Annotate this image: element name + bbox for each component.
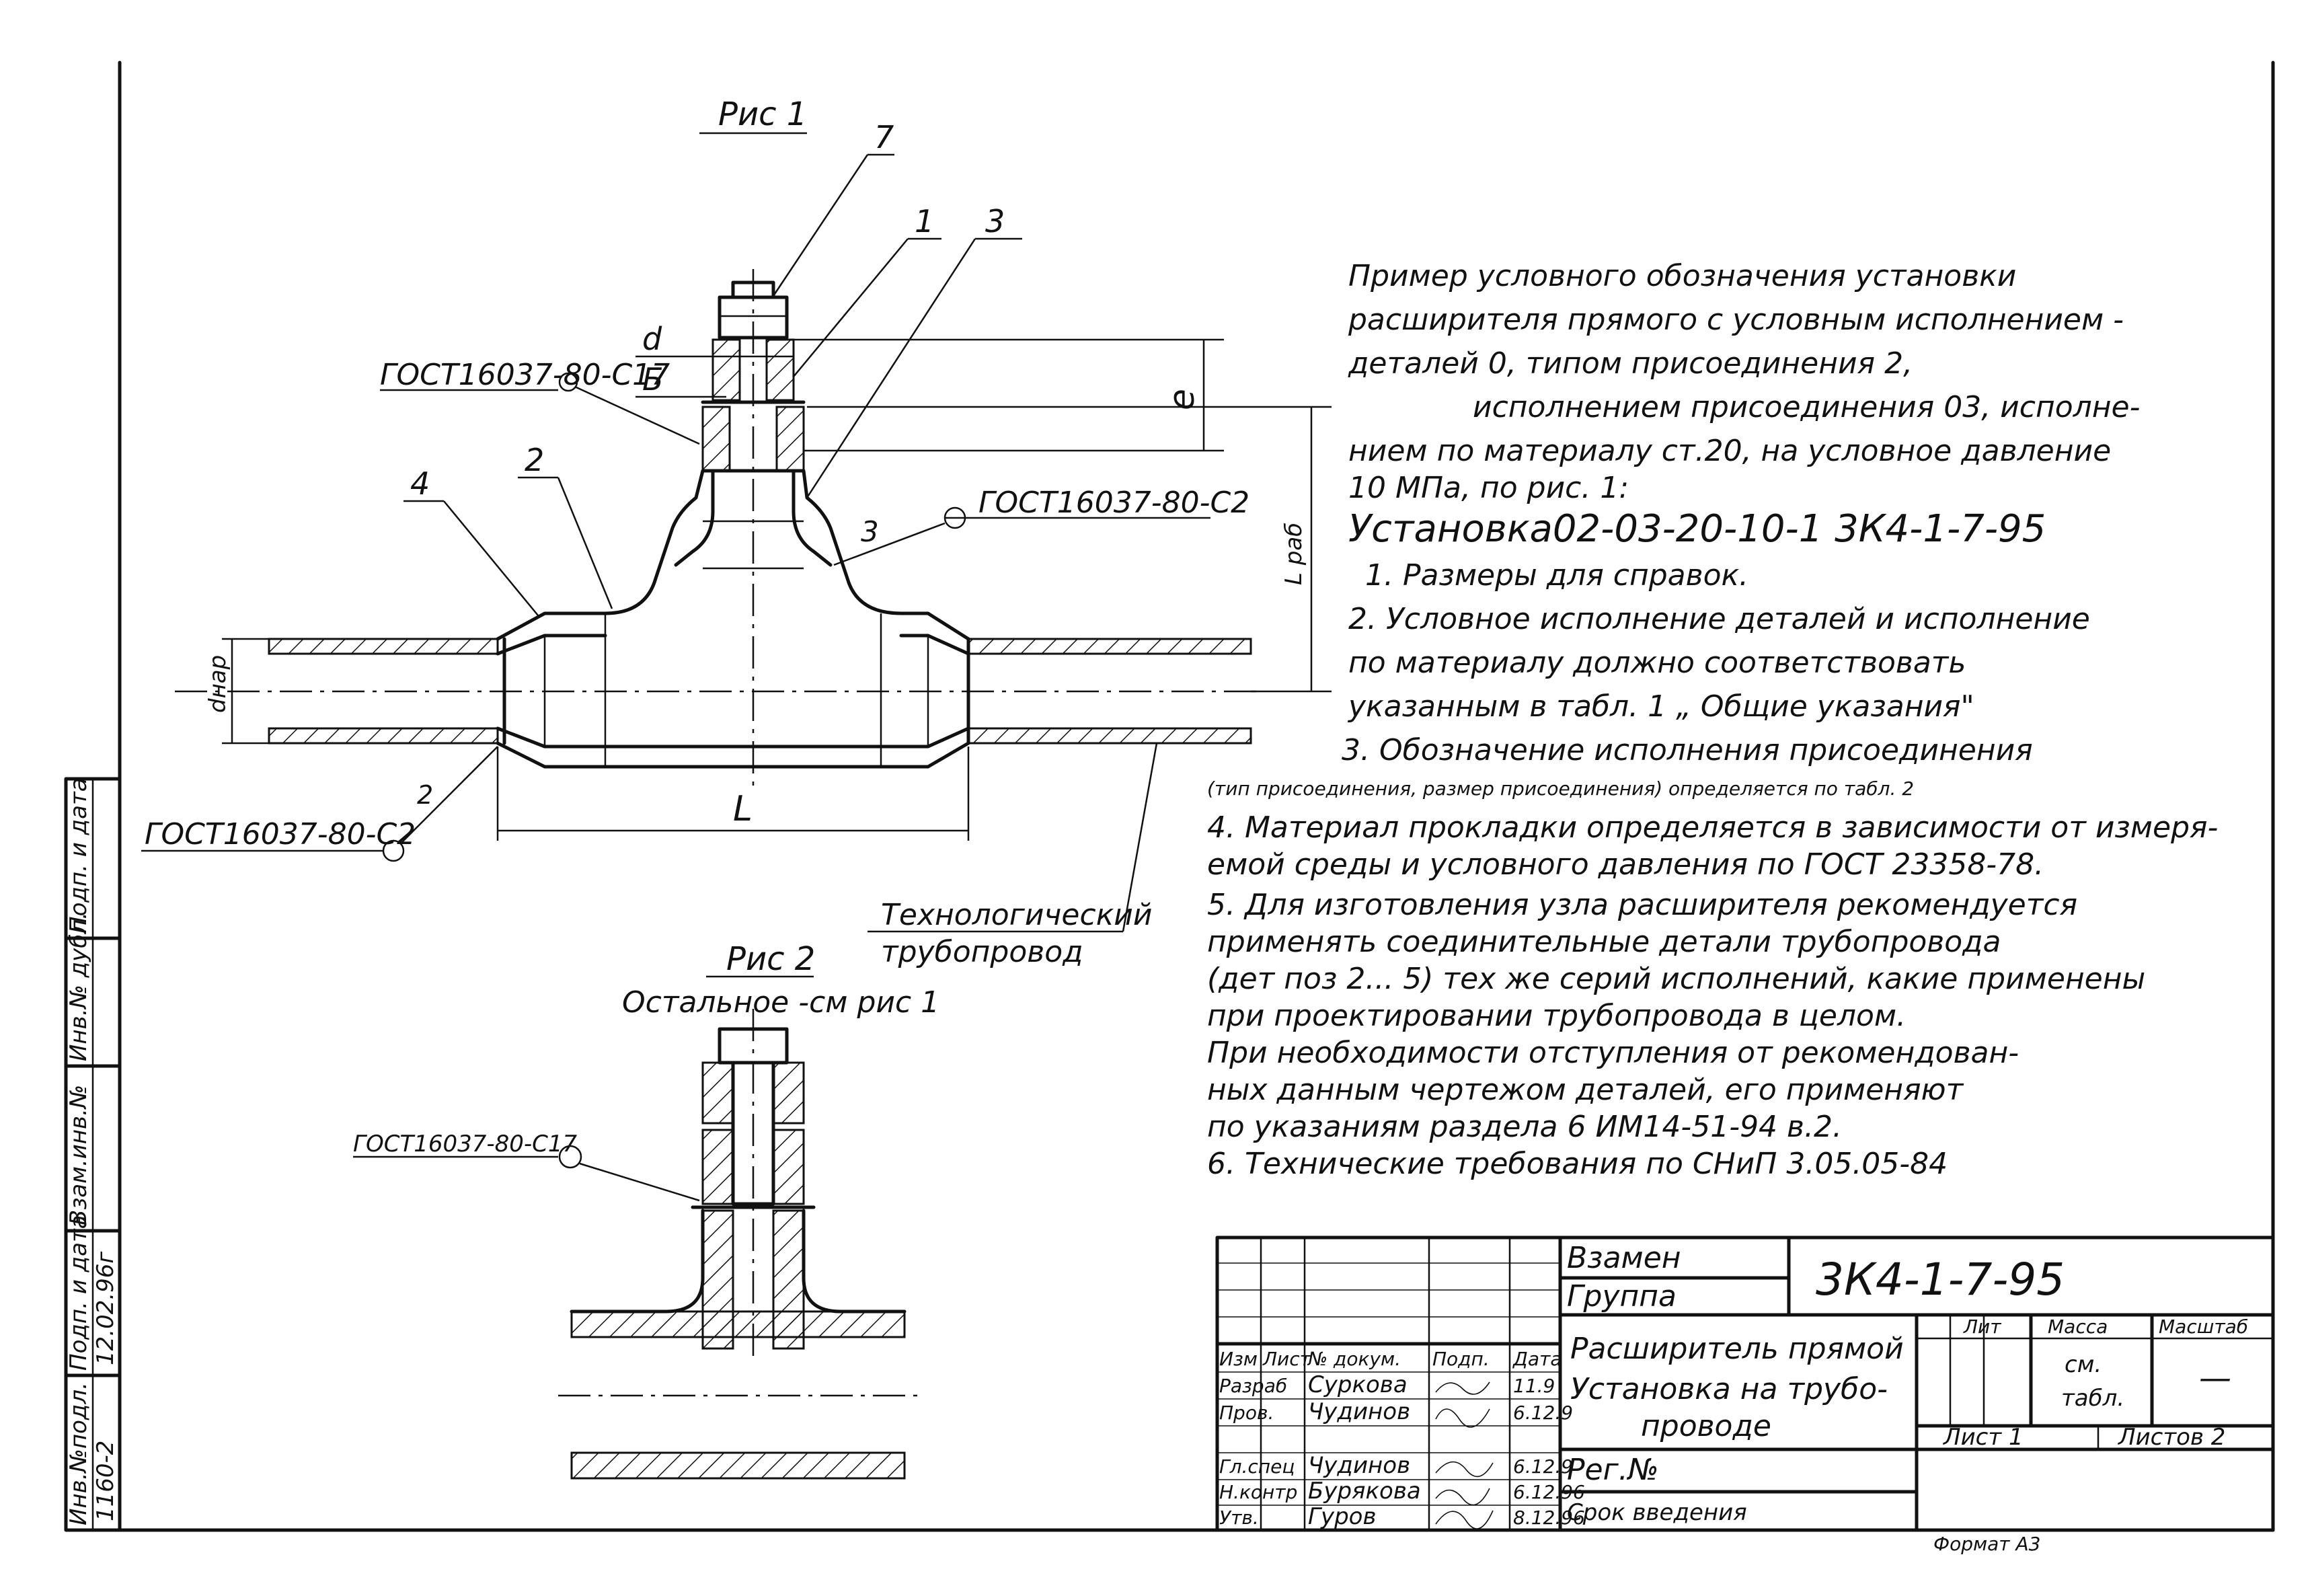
- doc-code: 3К4-1-7-95: [1816, 1254, 2065, 1305]
- gost-c2-label-right: ГОСТ16037-80-С2: [978, 486, 1249, 520]
- note-item-5d: при проектировании трубопровода в целом.: [1207, 999, 1906, 1033]
- l-dimension-label: L: [733, 789, 753, 829]
- row-glspec-name: Чудинов: [1308, 1452, 1410, 1479]
- note-item-3b: (тип присоединения, размер присоединения…: [1207, 777, 1914, 800]
- note-item-2c: указанным в табл. 1 „ Общие указания": [1347, 689, 1974, 724]
- gost-c17-label-fig2: ГОСТ16037-80-С17: [353, 1131, 578, 1157]
- list-number: Лист 1: [1942, 1424, 2024, 1451]
- row-nkontr-role: Н.контр: [1219, 1481, 1297, 1503]
- note-item-5f: ных данным чертежом деталей, его применя…: [1207, 1073, 1964, 1107]
- e-dimension-label: e: [1162, 389, 1202, 410]
- example-line-2: расширителя прямого с условным исполнени…: [1348, 303, 2124, 337]
- row-razrab-date: 11.9: [1513, 1375, 1555, 1397]
- title-block: Изм Лист № докум. Подп. Дата Разраб Сурк…: [1215, 1236, 2275, 1532]
- signature-utv: [1435, 1510, 1494, 1529]
- note-item-5e: При необходимости отступления от рекомен…: [1207, 1036, 2019, 1070]
- row-razrab-role: Разраб: [1219, 1375, 1287, 1397]
- d-label: d: [642, 321, 662, 357]
- note-item-3a: 3. Обозначение исполнения присоединения: [1342, 733, 2033, 767]
- side-stamp-inv-dubl: Инв.№ дубл.: [65, 912, 92, 1061]
- signature-nkontr: [1435, 1488, 1490, 1506]
- note-item-1: 1. Размеры для справок.: [1365, 558, 1748, 593]
- note-item-5a: 5. Для изготовления узла расширителя рек…: [1207, 888, 2077, 922]
- head-podp: Подп.: [1432, 1348, 1490, 1370]
- leader-4: 4: [410, 465, 430, 502]
- row-utv-name: Гуров: [1308, 1503, 1377, 1530]
- note-item-2b: по материалу должно соответствовать: [1348, 646, 1966, 680]
- leader-1: 1: [915, 203, 934, 239]
- note-item-5b: применять соединительные детали трубопро…: [1207, 925, 2001, 959]
- massa-header: Масса: [2048, 1316, 2108, 1338]
- side-stamp: Инв.№подл. Подп. и дата Взам.инв.№ Инв.№…: [64, 777, 122, 1532]
- pipeline-label-2: трубопровод: [881, 935, 1083, 969]
- designation-line: Установка02-03-20-10-1 3К4-1-7-95: [1348, 507, 2046, 551]
- listov-count: Листов 2: [2117, 1424, 2225, 1451]
- side-stamp-inv-podl: Инв.№подл.: [65, 1382, 92, 1525]
- side-stamp-date-value: 12.02.96г: [92, 1251, 119, 1365]
- example-line-6: 10 МПа, по рис. 1:: [1348, 471, 1629, 505]
- format-mark: Формат А3: [1933, 1533, 2040, 1555]
- row-razrab-name: Суркова: [1308, 1371, 1408, 1398]
- row-utv-date: 8.12.96: [1513, 1507, 1585, 1529]
- head-doc: № докум.: [1307, 1348, 1401, 1370]
- gruppa-label: Группа: [1567, 1279, 1677, 1314]
- reg-label: Рег.№: [1567, 1453, 1658, 1487]
- leader-2-bottom: 2: [417, 780, 433, 810]
- row-glspec-date: 6.12.9: [1513, 1455, 1573, 1478]
- row-prov-date: 6.12.9: [1513, 1402, 1573, 1424]
- fig1-title: Рис 1: [718, 96, 807, 133]
- masshtab-value: —: [2199, 1359, 2231, 1397]
- note-item-5c: (дет поз 2... 5) тех же серий исполнений…: [1207, 962, 2145, 996]
- note-item-4a: 4. Материал прокладки определяется в зав…: [1207, 810, 2218, 845]
- signature-glspec: [1435, 1461, 1494, 1478]
- row-prov-name: Чудинов: [1308, 1398, 1410, 1425]
- side-stamp-vzam-inv: Взам.инв.№: [65, 1085, 92, 1225]
- row-nkontr-name: Бурякова: [1308, 1478, 1421, 1505]
- name-line-1: Расширитель прямой: [1570, 1332, 1904, 1366]
- side-stamp-inv-value: 1160-2: [92, 1441, 119, 1521]
- side-stamp-podp-data-1: Подп. и дата: [65, 1215, 92, 1371]
- note-item-2a: 2. Условное исполнение деталей и исполне…: [1348, 602, 2090, 636]
- name-line-3: проводе: [1641, 1409, 1771, 1443]
- leader-3-right: 3: [861, 515, 879, 548]
- name-line-2: Установка на трубо-: [1570, 1372, 1888, 1406]
- fig2-title: Рис 2: [726, 940, 815, 978]
- lrab-label: L раб: [1280, 523, 1307, 585]
- row-prov-role: Пров.: [1219, 1402, 1274, 1424]
- head-list: Лист: [1262, 1348, 1311, 1370]
- vzamen-label: Взамен: [1567, 1241, 1681, 1275]
- leader-2-top: 2: [525, 442, 544, 478]
- note-item-6: 6. Технические требования по СНиП 3.05.0…: [1207, 1147, 1948, 1181]
- pipeline-label-1: Технологический: [881, 898, 1152, 932]
- lit-header: Лит: [1963, 1316, 2001, 1338]
- row-utv-role: Утв.: [1219, 1507, 1259, 1529]
- notes-block: Пример условного обозначения установки р…: [1207, 259, 2218, 1181]
- fig1-drawing: Рис 1: [141, 96, 1332, 969]
- massa-value-2: табл.: [2061, 1385, 2124, 1412]
- b-label: Б: [642, 361, 664, 397]
- example-line-4: исполнением присоединения 03, исполне-: [1473, 390, 2140, 424]
- head-izm: Изм: [1219, 1348, 1258, 1370]
- leader-7: 7: [874, 119, 894, 155]
- side-stamp-podp-data-2: Подп. и дата: [65, 777, 92, 934]
- dnar-label: dнар: [204, 655, 231, 713]
- note-item-4b: емой среды и условного давления по ГОСТ …: [1207, 847, 2044, 882]
- fig2-subtitle: Остальное -см рис 1: [622, 985, 939, 1020]
- example-line-5: нием по материалу ст.20, на условное дав…: [1348, 434, 2111, 468]
- row-glspec-role: Гл.спец: [1219, 1455, 1295, 1478]
- example-line-1: Пример условного обозначения установки: [1348, 259, 2016, 293]
- example-line-3: деталей 0, типом присоединения 2,: [1348, 346, 1913, 381]
- srok-label: Срок введения: [1567, 1499, 1747, 1526]
- signature-razrab: [1435, 1381, 1490, 1395]
- leader-3-top: 3: [985, 203, 1005, 239]
- note-item-5g: по указаниям раздела 6 ИМ14-51-94 в.2.: [1207, 1110, 1842, 1144]
- head-data: Дата: [1512, 1348, 1562, 1370]
- massa-value-1: см.: [2065, 1351, 2102, 1378]
- signature-prov: [1435, 1408, 1490, 1428]
- gost-c2-label-left: ГОСТ16037-80-С2: [145, 817, 416, 851]
- gost-c17-label-fig1: ГОСТ16037-80-С17: [380, 358, 670, 392]
- fig2-drawing: Рис 2 Остальное -см рис 1 ГОСТ16037-80-С…: [353, 940, 939, 1480]
- masshtab-header: Масштаб: [2159, 1316, 2248, 1338]
